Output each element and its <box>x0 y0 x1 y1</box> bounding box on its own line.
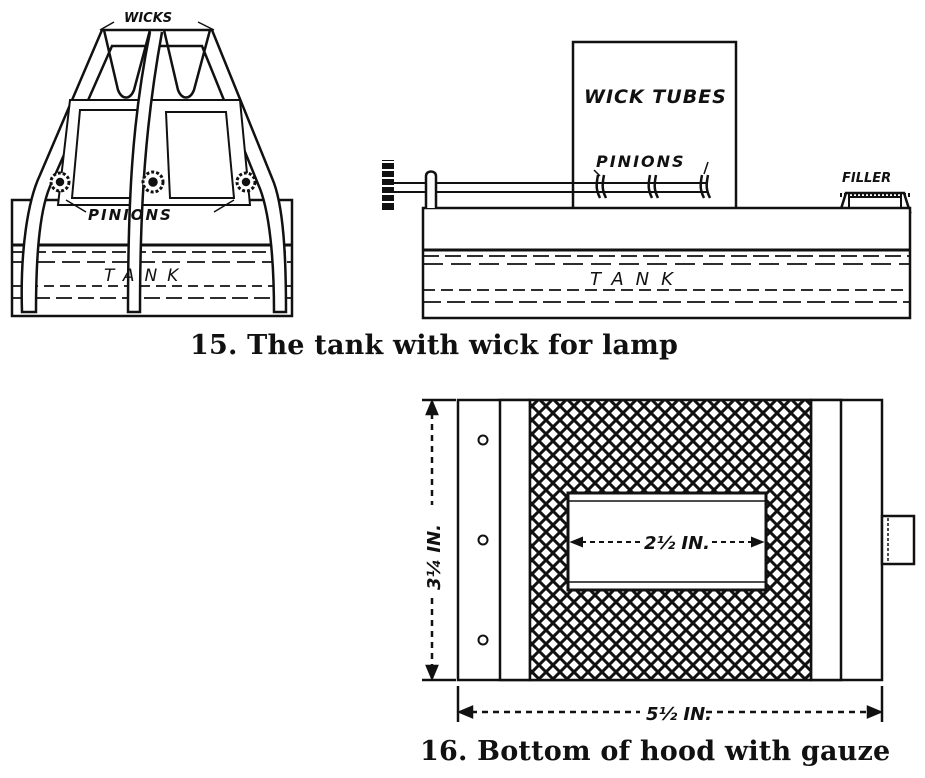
pinions-leader-front <box>65 199 235 213</box>
rivet-hole-middle <box>477 534 489 546</box>
front-pinion-right <box>235 171 257 193</box>
dimension-opening <box>569 536 765 548</box>
front-window-right <box>164 111 236 199</box>
dimension-width <box>456 686 884 722</box>
hood-bottom <box>422 398 916 722</box>
central-wick-tube <box>126 31 164 314</box>
side-pinions <box>595 174 712 199</box>
tank-front-body <box>10 198 294 318</box>
rivet-hole-top <box>477 434 489 446</box>
label-opening-dimension: 2½ IN. <box>644 533 710 554</box>
label-wick-tubes: WICK TUBES <box>584 86 727 108</box>
figure-15-caption: 15. The tank with wick for lamp <box>190 330 679 361</box>
liquid-lines-front <box>12 243 292 299</box>
figure-16-caption: 16. Bottom of hood with gauze <box>420 736 891 767</box>
label-pinions-front: PINIONS <box>88 206 173 224</box>
label-wicks: WICKS <box>124 11 172 26</box>
pinions-leader-side <box>593 161 709 177</box>
wicks-leader <box>99 21 215 31</box>
hood-strip-left <box>498 398 532 682</box>
label-pinions-side: PINIONS <box>596 152 686 171</box>
tank-front-view <box>10 21 294 318</box>
front-window-left <box>70 109 139 199</box>
front-pinion-left <box>49 171 71 193</box>
front-pinion-center <box>141 170 165 194</box>
hood-side-tab <box>880 514 916 566</box>
rivet-hole-bottom <box>477 634 489 646</box>
label-height-dimension: 3¼ IN. <box>424 524 445 590</box>
wick-band-right <box>162 29 212 99</box>
label-filler: FILLER <box>842 171 891 186</box>
tank-side-view <box>380 40 912 320</box>
label-tank-front: TANK <box>104 266 188 286</box>
liquid-lines-side <box>423 248 910 303</box>
hood-strip-right <box>809 398 843 682</box>
tank-side-body <box>421 206 912 320</box>
wick-band-left <box>102 29 152 99</box>
dimension-height <box>422 398 456 682</box>
label-tank-side: TANK <box>590 269 685 290</box>
label-width-dimension: 5½ IN. <box>646 704 712 725</box>
